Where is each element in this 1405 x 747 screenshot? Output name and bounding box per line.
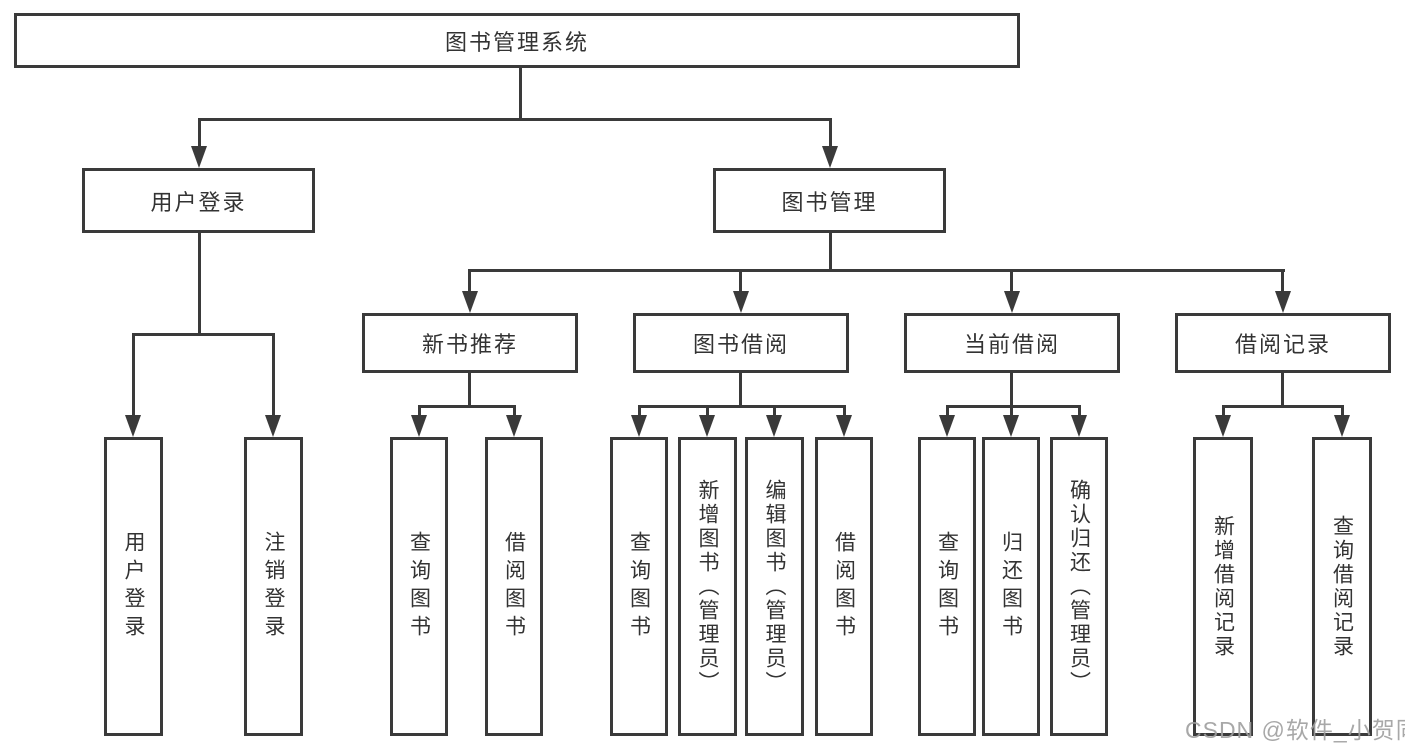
connector-drop	[946, 405, 949, 419]
connector-drop-user-login	[198, 118, 201, 148]
leaf-add-book-admin: 新增图书（管理员）	[678, 437, 737, 736]
arrowhead	[506, 415, 522, 437]
connector-drop-book-management	[829, 118, 832, 148]
arrowhead	[939, 415, 955, 437]
connector-current-hline	[946, 405, 1081, 408]
leaf-confirm-return-admin: 确认归还（管理员）	[1050, 437, 1108, 736]
connector-drop-current	[1010, 269, 1013, 293]
arrowhead	[766, 415, 782, 437]
connector-level1-hline	[198, 118, 832, 121]
connector-drop	[513, 405, 516, 419]
node-borrow-records: 借阅记录	[1175, 313, 1391, 373]
arrowhead	[1215, 415, 1231, 437]
arrowhead-logout-leaf	[265, 415, 281, 437]
leaf-query-book-current: 查询图书	[918, 437, 976, 736]
connector-new-book-stem	[468, 373, 471, 407]
arrowhead-login-leaf	[125, 415, 141, 437]
connector-current-stem	[1010, 373, 1013, 407]
connector-drop-borrow	[739, 269, 742, 293]
arrowhead	[1334, 415, 1350, 437]
connector-borrow-hline	[638, 405, 846, 408]
leaf-query-borrow-record: 查询借阅记录	[1312, 437, 1372, 736]
arrowhead-current	[1004, 291, 1020, 313]
node-current-borrowing: 当前借阅	[904, 313, 1120, 373]
connector-drop-logout-leaf	[272, 333, 275, 417]
node-book-borrowing: 图书借阅	[633, 313, 849, 373]
arrowhead	[1071, 415, 1087, 437]
connector-level2-hline	[468, 269, 1285, 272]
connector-book-mgmt-stem	[829, 233, 832, 271]
leaf-query-book-recommend: 查询图书	[390, 437, 448, 736]
node-root-library-system: 图书管理系统	[14, 13, 1020, 68]
connector-drop	[1010, 405, 1013, 419]
connector-user-login-hline	[132, 333, 275, 336]
connector-drop	[638, 405, 641, 419]
node-book-management: 图书管理	[713, 168, 946, 233]
connector-drop	[1341, 405, 1344, 419]
connector-root-stem	[519, 67, 522, 119]
node-user-login: 用户登录	[82, 168, 315, 233]
connector-drop-records	[1281, 269, 1284, 293]
connector-drop	[1222, 405, 1225, 419]
connector-drop	[1078, 405, 1081, 419]
connector-drop	[843, 405, 846, 419]
leaf-borrow-book: 借阅图书	[815, 437, 873, 736]
arrowhead	[411, 415, 427, 437]
leaf-user-login: 用户登录	[104, 437, 163, 736]
connector-borrow-stem	[739, 373, 742, 407]
connector-records-hline	[1222, 405, 1344, 408]
arrowhead	[631, 415, 647, 437]
leaf-return-book: 归还图书	[982, 437, 1040, 736]
leaf-edit-book-admin: 编辑图书（管理员）	[745, 437, 804, 736]
arrowhead-new-book	[462, 291, 478, 313]
csdn-watermark: CSDN @软件_小贺同学	[1185, 717, 1405, 743]
connector-drop	[418, 405, 421, 419]
leaf-logout: 注销登录	[244, 437, 303, 736]
connector-drop-login-leaf	[132, 333, 135, 417]
leaf-borrow-book-recommend: 借阅图书	[485, 437, 543, 736]
connector-drop	[706, 405, 709, 419]
arrowhead	[699, 415, 715, 437]
leaf-query-book-borrowing: 查询图书	[610, 437, 668, 736]
arrowhead-book-management	[822, 146, 838, 168]
arrowhead	[836, 415, 852, 437]
connector-drop	[773, 405, 776, 419]
arrowhead-user-login	[191, 146, 207, 168]
connector-records-stem	[1281, 373, 1284, 407]
connector-user-login-stem	[198, 233, 201, 335]
connector-new-book-hline	[418, 405, 516, 408]
connector-drop-new-book	[468, 269, 471, 293]
arrowhead	[1003, 415, 1019, 437]
node-new-book-recommend: 新书推荐	[362, 313, 578, 373]
arrowhead-records	[1275, 291, 1291, 313]
arrowhead-borrow	[733, 291, 749, 313]
leaf-add-borrow-record: 新增借阅记录	[1193, 437, 1253, 736]
